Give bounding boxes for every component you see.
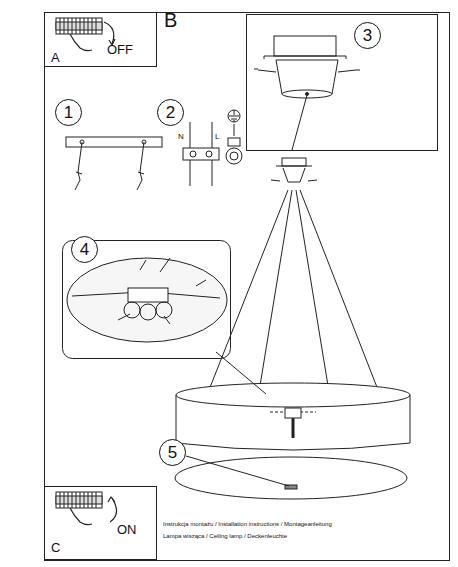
- frame: [45, 13, 450, 561]
- panel-letter: C: [51, 541, 60, 554]
- callout-circle: 4: [71, 236, 98, 263]
- callout-number: 2: [166, 104, 175, 121]
- detail-box: [247, 15, 438, 151]
- leader-line: [216, 352, 266, 394]
- caption-text: Lampa wisząca / Ceiling lamp / Deckenleu…: [163, 533, 287, 539]
- step-panel: C ON: [44, 486, 157, 560]
- callout-number: 4: [80, 241, 89, 258]
- step-panel: A OFF: [44, 12, 157, 67]
- switch-state: ON: [117, 523, 137, 536]
- switch-state: OFF: [107, 43, 133, 56]
- ground-terminal: [226, 110, 242, 164]
- callout-circle: 3: [354, 22, 381, 49]
- terminal-label: N: [178, 133, 184, 141]
- callout-number: 3: [363, 27, 372, 44]
- panel-letter: B: [164, 10, 177, 30]
- caption-text: Instrukcja montażu / Installation instru…: [163, 521, 332, 527]
- terminal-block: [183, 122, 219, 186]
- breaker-icon: [56, 492, 117, 525]
- callout-circle: 1: [55, 99, 82, 126]
- light-socket-detail: [67, 258, 227, 342]
- panel-letter: A: [51, 51, 60, 64]
- callout-circle: 2: [157, 99, 184, 126]
- callout-circle: 5: [159, 439, 186, 466]
- pendant-lamp: [175, 158, 410, 499]
- breaker-icon: [56, 18, 115, 51]
- mounting-bracket: [66, 137, 162, 190]
- terminal-label: L: [215, 133, 219, 141]
- canopy-detail: [254, 36, 360, 150]
- callout-number: 1: [64, 104, 73, 121]
- leader-line: [186, 456, 289, 486]
- callout-number: 5: [168, 444, 177, 461]
